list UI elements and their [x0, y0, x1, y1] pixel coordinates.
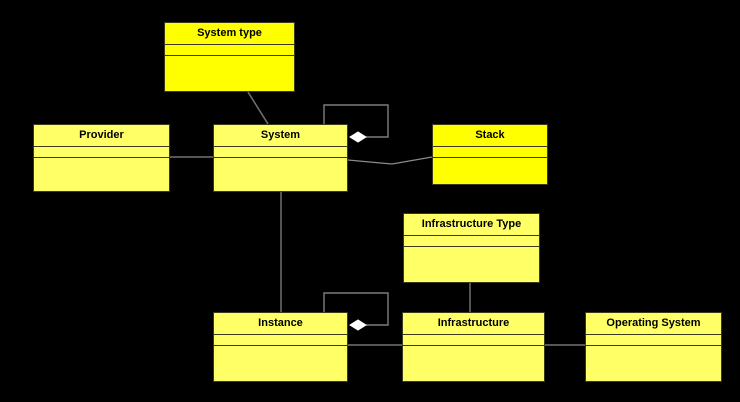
class-name-system-type: System type: [165, 23, 294, 45]
class-box-system-type[interactable]: System type: [164, 22, 295, 92]
class-attributes-instance: [214, 335, 347, 346]
class-operations-stack: [433, 158, 547, 184]
class-name-instance: Instance: [214, 313, 347, 335]
class-box-operating-system[interactable]: Operating System: [585, 312, 722, 382]
class-name-provider: Provider: [34, 125, 169, 147]
class-name-stack: Stack: [433, 125, 547, 147]
class-box-infrastructure[interactable]: Infrastructure: [402, 312, 545, 382]
class-operations-infrastructure-type: [404, 247, 539, 282]
class-attributes-infrastructure: [403, 335, 544, 346]
class-operations-instance: [214, 346, 347, 381]
class-operations-infrastructure: [403, 346, 544, 381]
class-attributes-infrastructure-type: [404, 236, 539, 247]
class-name-system: System: [214, 125, 347, 147]
class-operations-system: [214, 158, 347, 191]
class-operations-provider: [34, 158, 169, 191]
class-box-infrastructure-type[interactable]: Infrastructure Type: [403, 213, 540, 283]
class-attributes-system: [214, 147, 347, 158]
edge-system-to-stack: [347, 156, 433, 165]
class-attributes-stack: [433, 147, 547, 158]
class-attributes-provider: [34, 147, 169, 158]
aggregation-diamond-system: [349, 131, 367, 143]
class-attributes-operating-system: [586, 335, 721, 346]
class-box-provider[interactable]: Provider: [33, 124, 170, 192]
class-box-system[interactable]: System: [213, 124, 348, 192]
class-box-stack[interactable]: Stack: [432, 124, 548, 185]
class-box-instance[interactable]: Instance: [213, 312, 348, 382]
class-name-operating-system: Operating System: [586, 313, 721, 335]
aggregation-diamond-instance: [349, 319, 367, 331]
class-attributes-system-type: [165, 45, 294, 56]
class-operations-system-type: [165, 56, 294, 91]
edge-system-type-to-system: [247, 91, 269, 125]
class-name-infrastructure-type: Infrastructure Type: [404, 214, 539, 236]
class-operations-operating-system: [586, 346, 721, 381]
class-name-infrastructure: Infrastructure: [403, 313, 544, 335]
